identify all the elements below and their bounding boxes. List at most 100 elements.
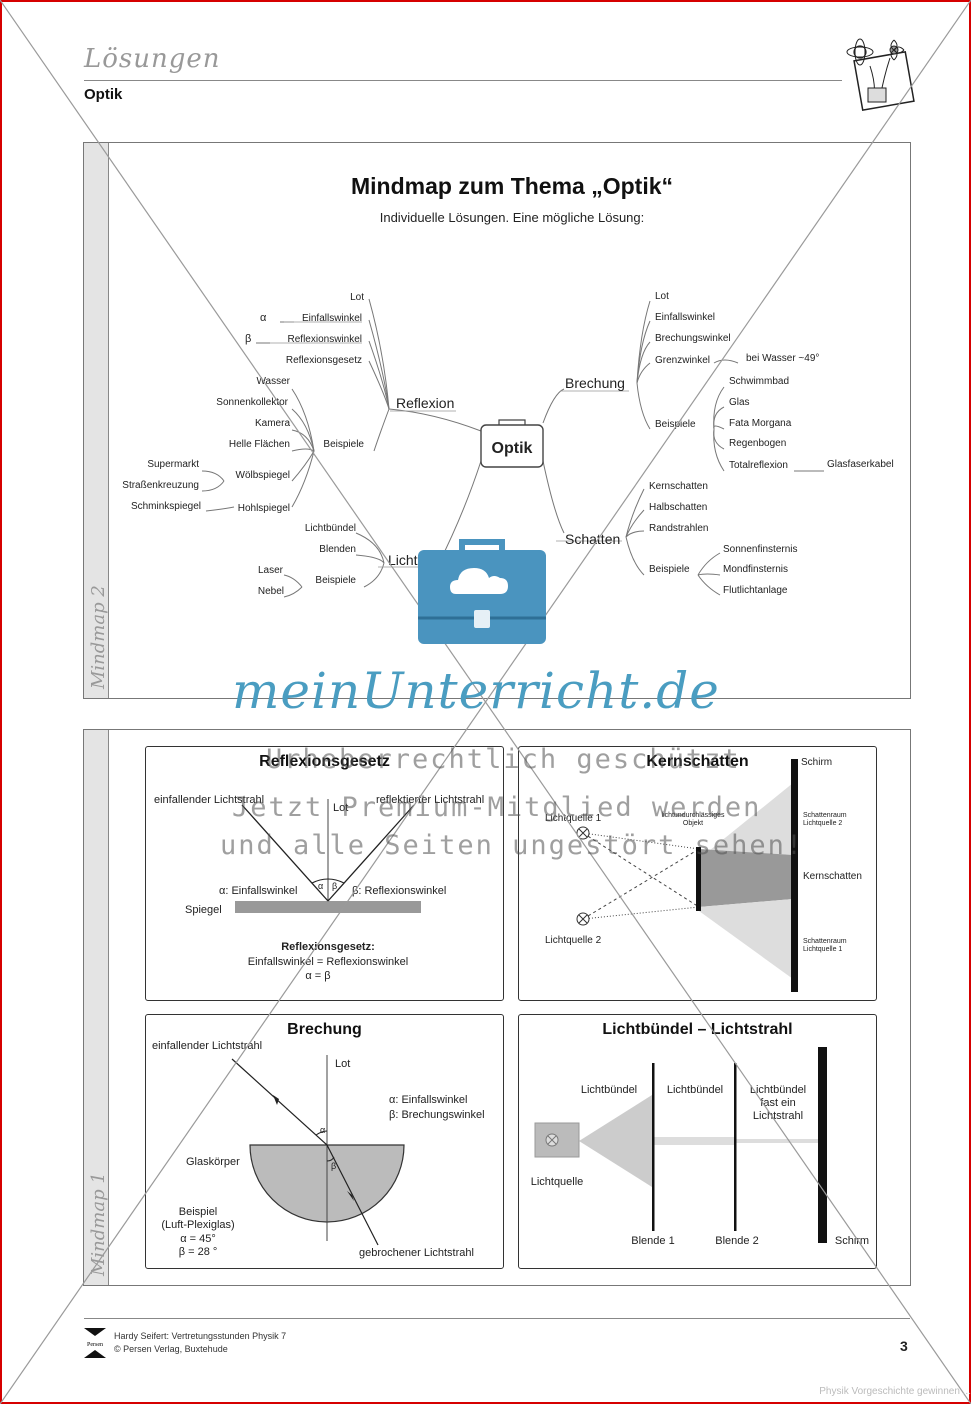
refl-einfallswinkel: Einfallswinkel [302, 313, 362, 324]
refl-w-supermarkt: Supermarkt [147, 459, 199, 470]
panel-lichtbuendel: Lichtbündel – Lichtstrahl Lichtbündel Li… [518, 1014, 877, 1269]
watermark-line-2: Jetzt Premium-Mitglied werden [232, 792, 762, 823]
ks-raum2-1: Schattenraum [803, 812, 847, 819]
page-number: 3 [900, 1338, 908, 1354]
lb-label-3a: Lichtbündel [750, 1084, 806, 1096]
panel-reflexionsgesetz: Reflexionsgesetz einfallender Lichtstrah… [145, 746, 504, 1001]
br-ex-fata: Fata Morgana [729, 418, 792, 429]
br-bsp-0: Beispiel [179, 1206, 218, 1218]
sch-beispiele: Beispiele [649, 564, 690, 575]
brechung-diagram: einfallender Lichtstrahl Lot α: Einfalls… [152, 1040, 485, 1259]
header-subtitle: Optik [84, 86, 123, 103]
br-beispiele: Beispiele [655, 419, 696, 430]
br-bsp-3: β = 28 ° [179, 1246, 218, 1258]
refl-reflexionswinkel: Reflexionswinkel [288, 334, 362, 345]
refl-law-eq: α = β [305, 970, 330, 982]
br-bsp-2: α = 45° [180, 1233, 216, 1245]
ks-raum2-2: Lichtquelle 2 [803, 820, 842, 827]
reflexion-label: Reflexion [396, 395, 454, 411]
ks-raum1-2: Lichtquelle 1 [803, 946, 842, 953]
sch-ex-mondfinsternis: Mondfinsternis [723, 564, 788, 575]
light-source-2-icon [576, 912, 590, 926]
watermark-line-3: und alle Seiten ungestört sehen! [220, 830, 805, 861]
br-bsp-1: (Luft-Plexiglas) [161, 1219, 234, 1231]
lb-label-3b: fast ein [760, 1097, 795, 1109]
briefcase-cloud-icon [418, 539, 546, 644]
kernschatten-diagram: Schirm Lichtquelle 1 Lichtquelle 2 licht… [545, 757, 862, 992]
watermark-line-1: Urheberrechtlich geschützt [266, 744, 741, 775]
br-ex-glas: Glas [729, 397, 750, 408]
sch-randstrahlen: Randstrahlen [649, 523, 708, 534]
refl-beta-label: β: Reflexionswinkel [352, 885, 446, 897]
refl-alpha-sym: α [318, 881, 323, 891]
refl-woelbspiegel: Wölbspiegel [236, 470, 290, 481]
refl-law: Einfallswinkel = Reflexionswinkel [248, 956, 409, 968]
panel-brechung: Brechung einfallender Lichtstrahl Lot α:… [145, 1014, 504, 1269]
sch-ex-sonnenfinsternis: Sonnenfinsternis [723, 544, 798, 555]
footer-line-2: © Persen Verlag, Buxtehude [114, 1344, 228, 1354]
refl-beispiele: Beispiele [323, 439, 364, 450]
br-alpha-label: α: Einfallswinkel [389, 1094, 468, 1106]
ls-lichtbuendel: Lichtbündel [305, 523, 356, 534]
br-brechungswinkel: Brechungswinkel [655, 333, 731, 344]
watermark-stamp: Physik Vorgeschichte gewinnen ... [819, 1386, 971, 1397]
br-einfallswinkel: Einfallswinkel [655, 312, 715, 323]
ls-nebel: Nebel [258, 586, 284, 597]
lb-schirm: Schirm [835, 1235, 869, 1247]
refl-law-title: Reflexionsgesetz: [281, 941, 375, 953]
lichtbuendel-diagram: Lichtbündel Lichtbündel Lichtbündel fast… [531, 1047, 869, 1247]
schatten-label: Schatten [565, 531, 620, 547]
ks-kern: Kernschatten [803, 871, 862, 882]
br-ex-totalreflexion: Totalreflexion [729, 460, 788, 471]
sch-halbschatten: Halbschatten [649, 502, 707, 513]
lb-blende1: Blende 1 [631, 1235, 674, 1247]
ls-blenden: Blenden [319, 544, 356, 555]
refl-w-strasse: Straßenkreuzung [122, 480, 199, 491]
br-glasfaser: Glasfaserkabel [827, 459, 894, 470]
refl-alpha: α [260, 312, 267, 324]
refl-hohlspiegel: Hohlspiegel [238, 503, 290, 514]
br-gebrochen: gebrochener Lichtstrahl [359, 1247, 474, 1259]
sch-ex-flutlicht: Flutlichtanlage [723, 585, 788, 596]
br-ex-schwimmbad: Schwimmbad [729, 376, 789, 387]
lb-lichtquelle: Lichtquelle [531, 1176, 584, 1188]
watermark-brand: meinUnterricht.de [232, 662, 720, 720]
refl-beta-sym: β [332, 881, 337, 891]
ks-schirm: Schirm [801, 757, 832, 768]
footer-line-1: Hardy Seifert: Vertretungsstunden Physik… [114, 1331, 287, 1341]
br-einfallend: einfallender Lichtstrahl [152, 1040, 262, 1052]
header-title: Lösungen [84, 44, 221, 74]
mindmap1-side-label: Mindmap 1 [88, 1172, 109, 1276]
sch-kernschatten: Kernschatten [649, 481, 708, 492]
light-source-icon [534, 1122, 580, 1158]
br-lot: Lot [655, 291, 669, 302]
br-grenzwinkel: Grenzwinkel [655, 355, 710, 366]
lb-blende2: Blende 2 [715, 1235, 758, 1247]
publisher-logo-icon: Persen [84, 1328, 106, 1358]
refl-spiegel: Spiegel [185, 904, 222, 916]
br-beta-sym: β [331, 1161, 336, 1171]
flower-logo-icon [846, 38, 915, 112]
br-glas: Glaskörper [186, 1156, 240, 1168]
brechung-label: Brechung [565, 375, 625, 391]
panel-kernschatten: Kernschatten Schirm Lichtquelle 1 Lichtq… [518, 746, 877, 1001]
br-ex-regenbogen: Regenbogen [729, 438, 786, 449]
ls-laser: Laser [258, 565, 284, 576]
refl-alpha-label: α: Einfallswinkel [219, 885, 298, 897]
lb-label-3c: Lichtstrahl [753, 1110, 803, 1122]
br-grenz-note: bei Wasser ~49° [746, 353, 819, 364]
ks-lq2: Lichtquelle 2 [545, 935, 602, 946]
reflexion-diagram: einfallender Lichtstrahl reflektierter L… [154, 794, 484, 982]
footer-text: Hardy Seifert: Vertretungsstunden Physik… [114, 1330, 286, 1356]
refl-lot: Lot [350, 292, 364, 303]
br-lot-label: Lot [335, 1058, 350, 1070]
footer-rule [84, 1318, 910, 1319]
refl-ex-wasser: Wasser [256, 376, 290, 387]
refl-reflexionsgesetz: Reflexionsgesetz [286, 355, 362, 366]
ks-raum1-1: Schattenraum [803, 938, 847, 945]
refl-beta: β [245, 333, 251, 345]
refl-h-schminkspiegel: Schminkspiegel [131, 501, 201, 512]
refl-ex-kamera: Kamera [255, 418, 290, 429]
publisher-mark: Persen [87, 1342, 103, 1348]
ls-beispiele: Beispiele [315, 575, 356, 586]
